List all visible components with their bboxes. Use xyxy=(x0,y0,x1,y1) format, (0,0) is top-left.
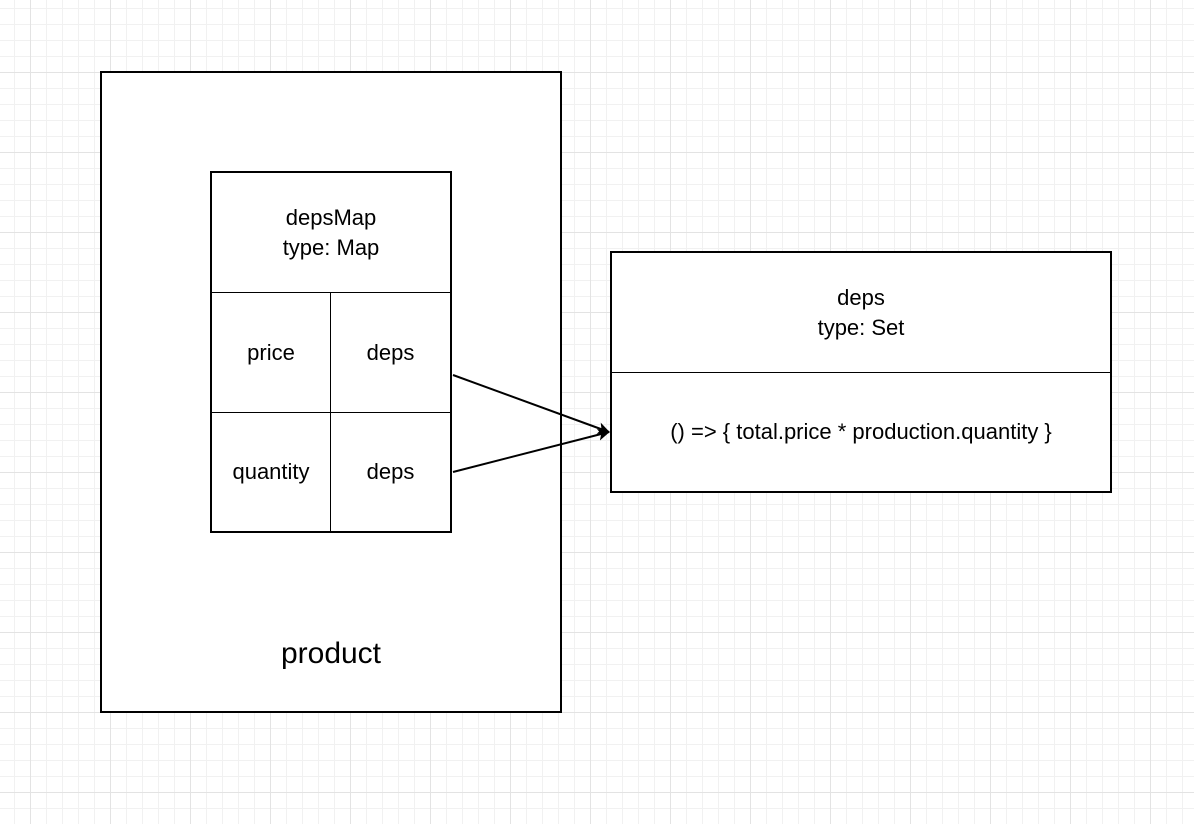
depsmap-key-price[interactable]: price xyxy=(210,292,331,413)
depsmap-key-quantity[interactable]: quantity xyxy=(210,412,331,533)
depsmap-key-label: quantity xyxy=(232,459,310,484)
product-label: product xyxy=(280,637,382,670)
depsmap-title: depsMap xyxy=(285,204,377,230)
effect-function-label: () => { total.price * production.quantit… xyxy=(670,419,1052,444)
deps-set-header[interactable]: deps type: Set xyxy=(610,251,1112,373)
depsmap-value-price-deps[interactable]: deps xyxy=(330,292,452,413)
deps-set-type: type: Set xyxy=(817,314,905,340)
depsmap-value-quantity-deps[interactable]: deps xyxy=(330,412,452,533)
deps-set-effect[interactable]: () => { total.price * production.quantit… xyxy=(610,372,1112,493)
depsmap-type: type: Map xyxy=(282,234,380,260)
deps-set-title: deps xyxy=(837,284,885,310)
depsmap-key-label: price xyxy=(247,339,295,365)
depsmap-header[interactable]: depsMap type: Map xyxy=(210,171,452,293)
depsmap-value-label: deps xyxy=(366,459,415,484)
depsmap-value-label: deps xyxy=(366,339,415,365)
